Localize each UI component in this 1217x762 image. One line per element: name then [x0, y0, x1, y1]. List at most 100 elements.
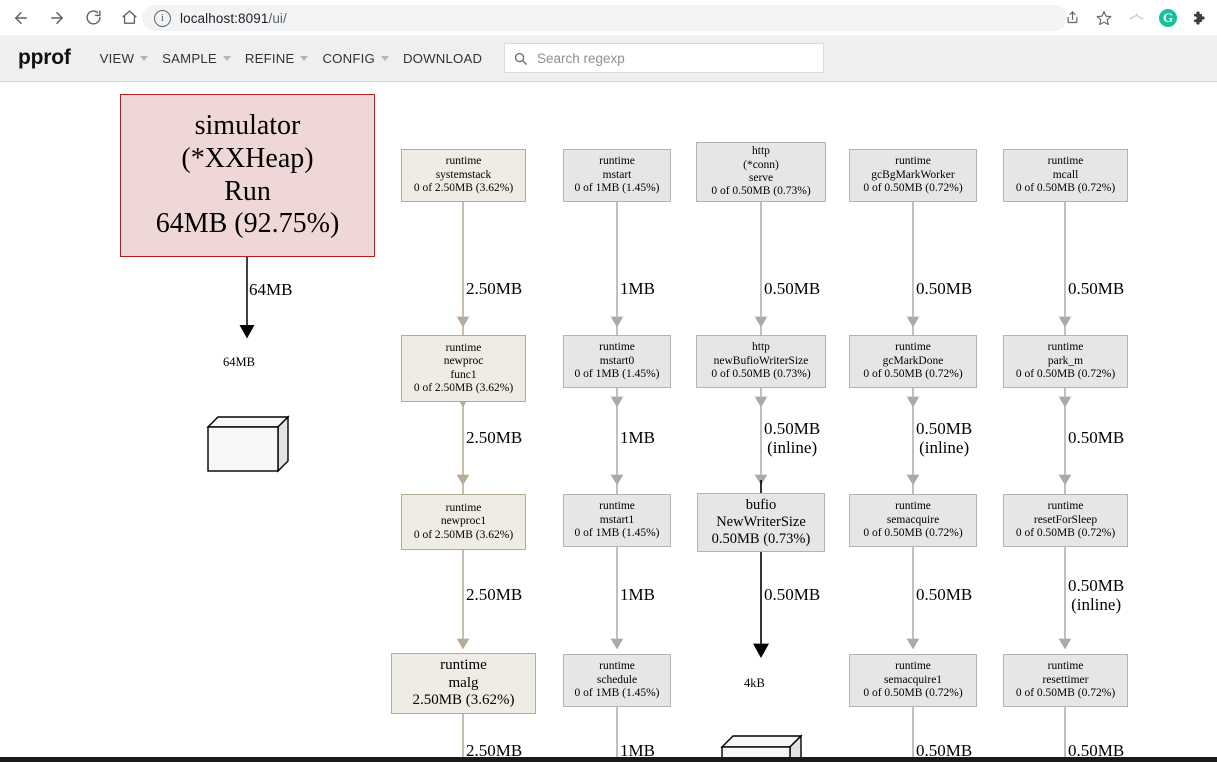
node-line: bufio [745, 497, 777, 514]
menu-item-sample-label: SAMPLE [162, 50, 217, 66]
chevron-down-icon [140, 55, 149, 61]
leaf-box-64mb-shape [206, 415, 290, 473]
search-icon [513, 51, 528, 66]
node-line: 0 of 1MB (1.45%) [574, 527, 660, 540]
edge-label-c5-r4: 0.50MB [1068, 741, 1125, 758]
graph-node-gcMarkDone[interactable]: runtime gcMarkDone 0 of 0.50MB (0.72%) [849, 335, 977, 388]
node-line: 0 of 2.50MB (3.62%) [413, 182, 514, 195]
search-regexp-box[interactable] [504, 43, 824, 73]
graph-node-malg[interactable]: runtime malg 2.50MB (3.62%) [391, 653, 536, 714]
puzzle-piece-icon[interactable] [1185, 3, 1215, 33]
node-line: mstart0 [599, 354, 635, 367]
edge-label-c4-r4: 0.50MB [916, 741, 973, 758]
node-line: 0 of 1MB (1.45%) [574, 368, 660, 381]
leaf-box-64mb-label: 64MB [223, 355, 255, 369]
node-line: semacquire [886, 513, 940, 526]
node-line: 2.50MB (3.62%) [412, 692, 515, 709]
node-line: park_m [1047, 354, 1084, 367]
menu-item-sample[interactable]: SAMPLE [155, 45, 238, 72]
node-line: (*conn) [743, 158, 779, 171]
graph-node-semacquire1[interactable]: runtime semacquire1 0 of 0.50MB (0.72%) [849, 654, 977, 707]
search-input[interactable] [535, 49, 809, 67]
node-line: 0 of 0.50MB (0.73%) [711, 185, 811, 198]
node-line: mstart1 [599, 513, 635, 526]
edge-label-c1-r3: 2.50MB [466, 585, 523, 604]
graph-node-park_m[interactable]: runtime park_m 0 of 0.50MB (0.72%) [1003, 335, 1128, 388]
menu-item-download-label: DOWNLOAD [402, 50, 483, 66]
url-path: /ui/ [268, 10, 287, 26]
node-line: serve [748, 172, 774, 184]
node-line: 0 of 0.50MB (0.73%) [711, 368, 811, 381]
leaf-box-4kb-label: 4kB [744, 676, 765, 690]
graph-node-resetForSleep[interactable]: runtime resetForSleep 0 of 0.50MB (0.72%… [1003, 494, 1128, 547]
pprof-brand: pprof [18, 46, 71, 69]
edge-label-c1-r1: 2.50MB [466, 279, 523, 298]
url-host: localhost:8091 [180, 10, 269, 26]
node-line: runtime [895, 155, 931, 168]
edge-label-c5-r2: 0.50MB [1068, 428, 1125, 447]
graph-node-resettimer[interactable]: runtime resettimer 0 of 0.50MB (0.72%) [1003, 654, 1128, 707]
share-icon[interactable] [1057, 3, 1087, 33]
graph-node-semacquire[interactable]: runtime semacquire 0 of 0.50MB (0.72%) [849, 494, 977, 547]
menu-item-view[interactable]: VIEW [93, 45, 156, 72]
graph-node-newproc-func1[interactable]: runtime newproc func1 0 of 2.50MB (3.62%… [401, 335, 526, 402]
node-line: 0 of 0.50MB (0.72%) [863, 687, 963, 700]
node-line: runtime [445, 501, 482, 514]
node-line: (*XXHeap) [181, 142, 314, 174]
graph-node-gcBgMarkWorker[interactable]: runtime gcBgMarkWorker 0 of 0.50MB (0.72… [849, 149, 977, 202]
graph-node-newproc1[interactable]: runtime newproc1 0 of 2.50MB (3.62%) [401, 494, 526, 550]
node-line: semacquire1 [883, 673, 943, 686]
menu-item-download[interactable]: DOWNLOAD [396, 45, 489, 72]
pprof-menubar: VIEW SAMPLE REFINE CONFIG DOWNLOAD [93, 45, 490, 72]
reload-icon[interactable] [78, 3, 108, 33]
menu-item-config-label: CONFIG [322, 50, 375, 66]
chevron-down-icon [380, 55, 389, 61]
grammarly-icon[interactable]: G [1153, 3, 1183, 33]
grammarly-label: G [1159, 8, 1177, 27]
node-line: runtime [1047, 500, 1084, 513]
graph-node-systemstack[interactable]: runtime systemstack 0 of 2.50MB (3.62%) [401, 149, 526, 202]
node-line: 0 of 0.50MB (0.72%) [863, 182, 963, 195]
node-line: newproc [443, 355, 484, 368]
profile-graph-canvas[interactable]: simulator (*XXHeap) Run 64MB (92.75%) ru… [0, 82, 1217, 758]
back-arrow-icon[interactable] [6, 3, 36, 33]
node-line: 0 of 2.50MB (3.62%) [413, 381, 514, 394]
edge-label-c3-r2: 0.50MB (inline) [764, 419, 821, 457]
graph-node-root[interactable]: simulator (*XXHeap) Run 64MB (92.75%) [120, 94, 375, 257]
node-line: runtime [599, 660, 635, 673]
node-line: 64MB (92.75%) [155, 208, 340, 240]
menu-item-refine[interactable]: REFINE [238, 45, 316, 72]
node-line: malg [448, 674, 479, 691]
graph-node-mstart1[interactable]: runtime mstart1 0 of 1MB (1.45%) [563, 494, 671, 547]
graph-node-mstart0[interactable]: runtime mstart0 0 of 1MB (1.45%) [563, 335, 671, 388]
forward-arrow-icon[interactable] [42, 3, 72, 33]
graph-node-conn-serve[interactable]: http (*conn) serve 0 of 0.50MB (0.73%) [696, 142, 826, 202]
node-line: runtime [895, 660, 931, 673]
browser-action-icons: G [1057, 0, 1215, 35]
edge-label-value: 0.50MB [764, 419, 821, 438]
node-line: runtime [445, 341, 482, 354]
node-line: 0 of 0.50MB (0.72%) [863, 527, 963, 540]
node-line: 0 of 0.50MB (0.72%) [1015, 527, 1116, 540]
menu-item-config[interactable]: CONFIG [315, 45, 395, 72]
edge-label-root-leaf: 64MB [249, 280, 293, 299]
extension-icon[interactable] [1121, 3, 1151, 33]
edge-label-value: 0.50MB [1068, 576, 1125, 595]
node-line: runtime [445, 155, 482, 168]
edge-label-c2-r4: 1MB [620, 741, 655, 758]
address-bar[interactable]: i localhost:8091/ui/ [142, 5, 1067, 31]
graph-node-NewWriterSize[interactable]: bufio NewWriterSize 0.50MB (0.73%) [697, 493, 825, 552]
bottom-edge-strip [0, 757, 1217, 762]
node-line: newproc1 [440, 515, 487, 528]
node-line: NewWriterSize [716, 514, 806, 531]
graph-node-mcall[interactable]: runtime mcall 0 of 0.50MB (0.72%) [1003, 149, 1128, 202]
info-icon[interactable]: i [154, 9, 171, 27]
edge-label-c1-r4: 2.50MB [466, 741, 523, 758]
graph-node-newBufioWriterSize[interactable]: http newBufioWriterSize 0 of 0.50MB (0.7… [696, 335, 826, 388]
star-icon[interactable] [1089, 3, 1119, 33]
edge-label-note: (inline) [767, 437, 818, 457]
graph-node-schedule[interactable]: runtime schedule 0 of 1MB (1.45%) [563, 654, 671, 707]
graph-node-mstart[interactable]: runtime mstart 0 of 1MB (1.45%) [563, 149, 671, 202]
home-icon[interactable] [114, 3, 144, 33]
node-line: runtime [895, 500, 931, 513]
